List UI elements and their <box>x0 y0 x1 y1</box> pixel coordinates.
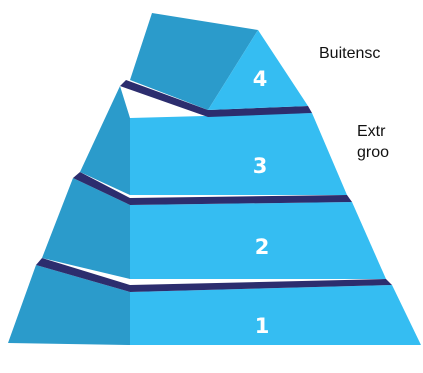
pyramid-level-4: 4 <box>130 13 308 110</box>
level-3-separator <box>120 80 312 117</box>
level-1-side-face <box>8 265 130 345</box>
level-2-separator <box>73 172 352 205</box>
level-1-front-face <box>130 285 421 345</box>
pyramid-level-2: 2 <box>42 172 386 279</box>
level-3-front-face <box>130 113 347 195</box>
level-3-side-face <box>80 86 130 195</box>
level-4-number: 4 <box>253 67 268 91</box>
label-mid: Extr groo <box>357 121 389 163</box>
level-4-front-face <box>208 30 308 110</box>
level-4-side-face <box>130 13 258 110</box>
level-1-number: 1 <box>255 314 270 338</box>
level-1-separator <box>36 258 392 292</box>
level-2-front-face <box>130 202 386 279</box>
pyramid-level-1: 1 <box>8 258 421 345</box>
pyramid-level-3: 3 <box>80 80 347 195</box>
level-3-number: 3 <box>253 154 268 178</box>
label-top: Buitensc <box>319 45 381 62</box>
label-mid-line-2: groo <box>357 144 390 161</box>
level-2-number: 2 <box>255 235 270 259</box>
level-2-side-face <box>42 178 130 279</box>
label-mid-line-1: Extr <box>357 123 386 140</box>
